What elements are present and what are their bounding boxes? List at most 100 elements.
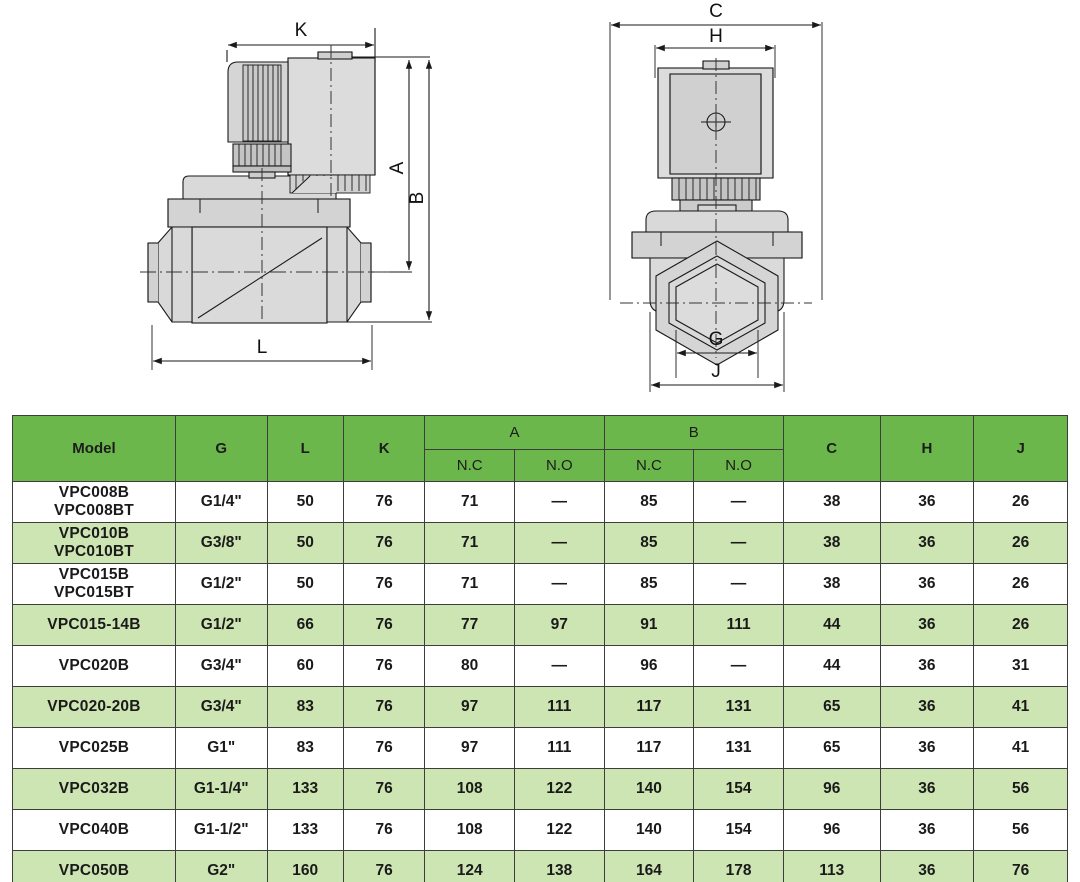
cell-a-nc: 80 [424,645,515,687]
cell-l: 50 [266,481,344,523]
cell-g: G1-1/2" [174,809,268,851]
cell-h: 36 [879,604,975,646]
cell-g: G1" [174,727,268,769]
dim-label-K: K [295,20,308,41]
cell-j: 76 [973,850,1068,882]
cell-a-no: — [513,563,605,605]
dim-label-A: A [387,161,408,174]
cell-b-no: 154 [693,809,784,851]
cell-c: 44 [782,604,881,646]
cell-h: 36 [879,686,975,728]
dim-label-C: C [709,1,723,22]
cell-c: 96 [782,809,881,851]
cell-j: 26 [973,563,1068,605]
cell-b-nc: 96 [603,645,695,687]
cell-l: 66 [266,604,344,646]
col-header-a-nc: N.C [424,449,515,482]
cell-g: G2" [174,850,268,882]
cell-b-nc: 85 [603,481,695,523]
cell-b-nc: 140 [603,768,695,810]
col-header-a-no: N.O [513,449,605,482]
cell-h: 36 [879,727,975,769]
cell-a-no: — [513,522,605,564]
cell-c: 113 [782,850,881,882]
cell-b-no: — [693,481,784,523]
cell-model: VPC040B [12,809,176,851]
cell-k: 76 [342,727,426,769]
cell-model: VPC025B [12,727,176,769]
dim-label-G: G [709,329,724,350]
cell-a-no: 111 [513,727,605,769]
cell-a-no: 97 [513,604,605,646]
cell-j: 56 [973,768,1068,810]
col-header-model: Model [12,415,176,482]
cell-l: 160 [266,850,344,882]
cell-j: 41 [973,727,1068,769]
cell-a-no: 111 [513,686,605,728]
cell-j: 41 [973,686,1068,728]
cell-h: 36 [879,481,975,523]
cell-g: G3/4" [174,686,268,728]
cell-h: 36 [879,809,975,851]
cell-b-no: — [693,563,784,605]
cell-k: 76 [342,645,426,687]
cell-j: 26 [973,522,1068,564]
cell-k: 76 [342,809,426,851]
dimension-table-container: Model G L K A B C H J N.C N.O N.C N.O VP [12,415,1068,882]
cell-a-no: 138 [513,850,605,882]
cell-a-nc: 108 [424,768,515,810]
cell-model-line2: VPC010BT [53,543,134,560]
cell-b-nc: 117 [603,727,695,769]
cell-b-nc: 117 [603,686,695,728]
cell-h: 36 [879,768,975,810]
col-header-h: H [879,415,975,482]
cell-k: 76 [342,563,426,605]
cell-l: 133 [266,809,344,851]
cell-a-no: — [513,481,605,523]
dim-label-H: H [709,26,723,47]
side-section-view-drawing: K A B L [140,20,433,370]
cell-h: 36 [879,850,975,882]
cell-g: G1/2" [174,563,268,605]
cell-c: 38 [782,481,881,523]
cell-b-no: — [693,522,784,564]
cell-model: VPC020B [12,645,176,687]
cell-b-nc: 91 [603,604,695,646]
cell-model: VPC015-14B [12,604,176,646]
cell-b-nc: 140 [603,809,695,851]
cell-a-nc: 71 [424,522,515,564]
cell-model: VPC032B [12,768,176,810]
cell-l: 50 [266,563,344,605]
cell-a-nc: 124 [424,850,515,882]
cell-g: G1/4" [174,481,268,523]
cell-c: 65 [782,727,881,769]
cell-b-no: 111 [693,604,784,646]
cell-c: 44 [782,645,881,687]
front-view-drawing: C H G J [609,1,823,392]
cell-k: 76 [342,686,426,728]
cell-h: 36 [879,522,975,564]
cell-b-no: 178 [693,850,784,882]
cell-h: 36 [879,645,975,687]
cell-a-nc: 108 [424,809,515,851]
cell-a-no: 122 [513,768,605,810]
cell-l: 60 [266,645,344,687]
cell-b-nc: 164 [603,850,695,882]
cell-model-line2: VPC008BT [53,502,134,519]
cell-b-nc: 85 [603,563,695,605]
col-header-g: G [174,415,268,482]
cell-j: 31 [973,645,1068,687]
cell-l: 83 [266,727,344,769]
cell-b-no: 131 [693,727,784,769]
cell-b-nc: 85 [603,522,695,564]
